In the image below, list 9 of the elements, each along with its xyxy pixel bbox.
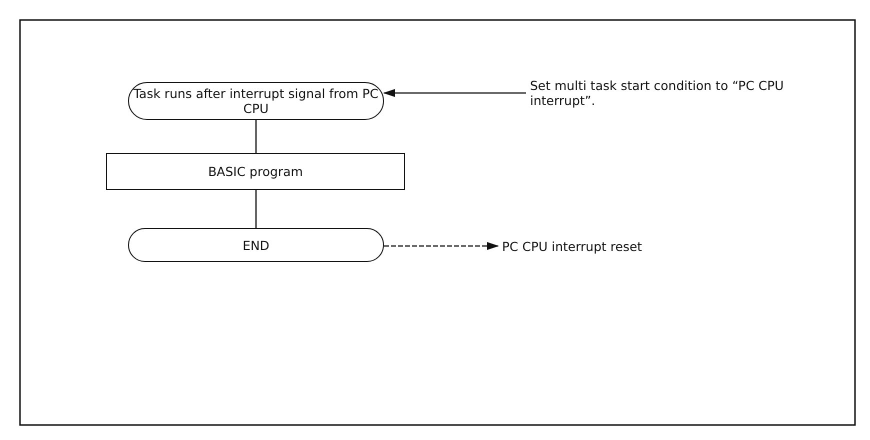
connector-line bbox=[255, 120, 257, 153]
arrow bbox=[383, 89, 526, 97]
arrow bbox=[384, 242, 499, 250]
process-box: BASIC program bbox=[106, 153, 405, 190]
terminal-shape: END bbox=[128, 228, 384, 262]
connector-line bbox=[255, 190, 257, 228]
note-text: PC CPU interrupt reset bbox=[502, 236, 722, 256]
terminal-shape: Task runs after interrupt signal from PC CPU bbox=[128, 82, 384, 120]
note-text: Set multi task start condition to “PC CPU interrupt”. bbox=[530, 76, 830, 110]
